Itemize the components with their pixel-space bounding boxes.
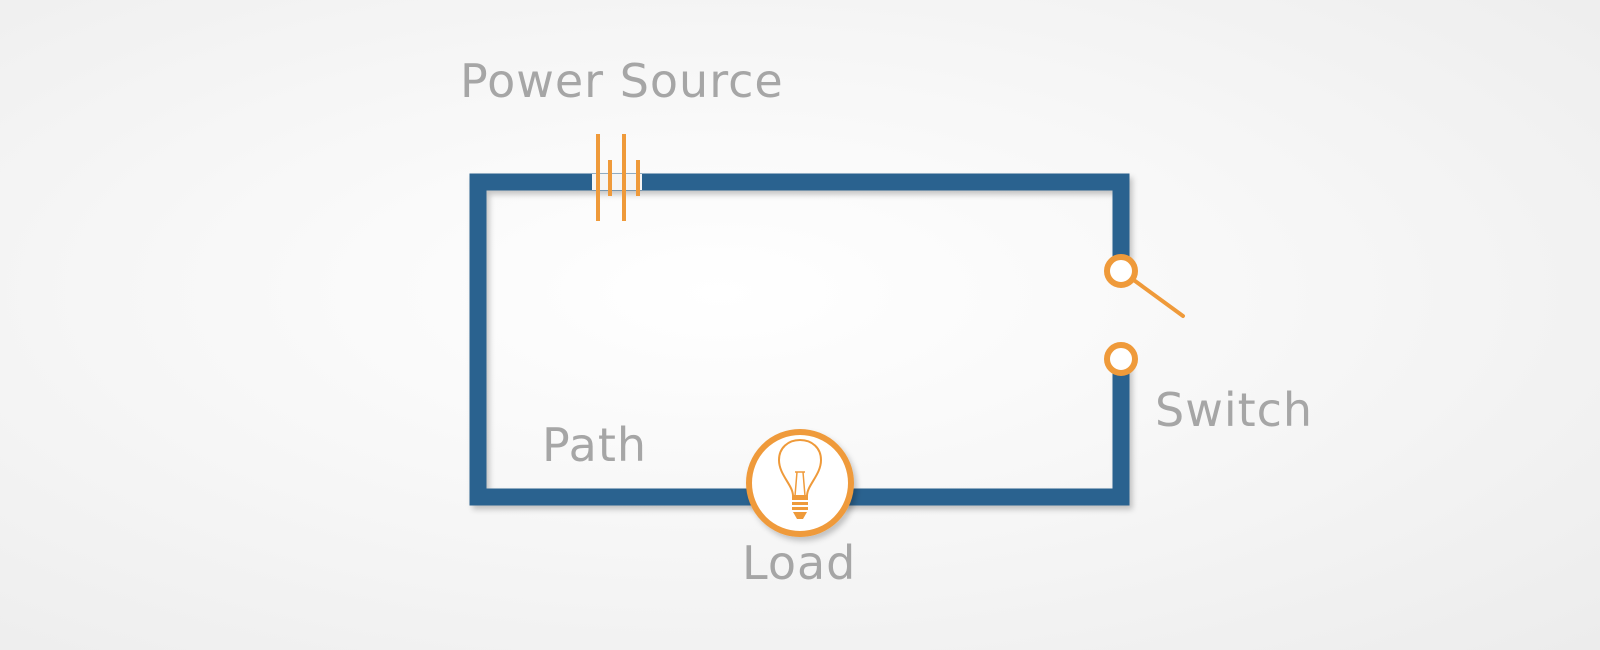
battery-gap [592,174,642,190]
switch-terminal-bottom [1104,342,1138,376]
bulb-tip [793,512,807,519]
bulb-base-ring-2 [792,502,808,505]
switch-terminal-top [1104,254,1138,288]
bulb-filament [794,471,806,497]
bulb-base-ring-1 [792,497,808,500]
lightbulb-icon [746,429,854,537]
circuit-wire-group [469,173,1130,506]
bulb-glass [777,438,823,497]
switch-icon [1104,254,1185,376]
circuit-wire [469,173,1130,506]
label-switch: Switch [1155,383,1314,437]
load-circle [746,429,854,537]
label-power-source: Power Source [460,54,784,108]
label-path: Path [542,418,648,472]
bulb-base-ring-3 [792,507,808,510]
battery-icon [592,134,642,221]
label-load: Load [742,536,857,590]
